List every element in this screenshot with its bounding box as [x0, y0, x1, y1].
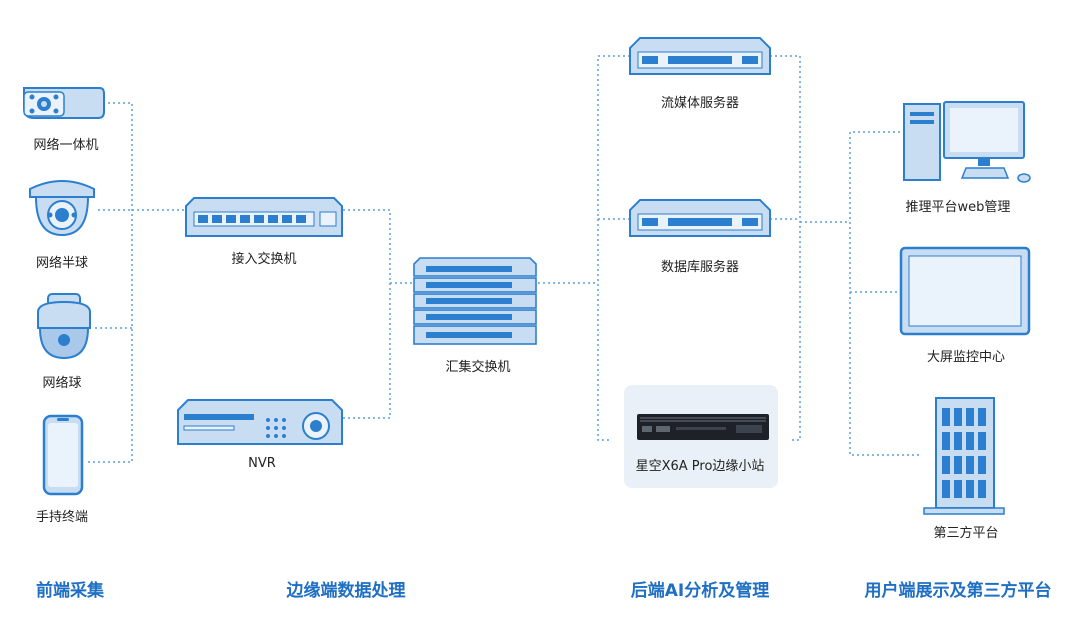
- label-camera-bullet: 网络一体机: [33, 138, 99, 153]
- wire-edge-bus: [343, 209, 391, 419]
- label-core-switch: 汇集交换机: [445, 360, 511, 375]
- database-server-icon: [629, 199, 771, 237]
- label-handheld: 手持终端: [35, 510, 89, 525]
- section-user: 用户端展示及第三方平台: [864, 581, 1052, 601]
- access-switch-icon: [185, 197, 343, 237]
- dome-camera-icon: [29, 180, 95, 237]
- label-db-server: 数据库服务器: [660, 260, 740, 275]
- edge-station-icon: [637, 414, 769, 440]
- label-camera-ptz: 网络球: [42, 376, 82, 391]
- big-screen-icon: [899, 246, 1031, 336]
- bullet-camera-icon: [23, 87, 105, 119]
- media-server-icon: [629, 37, 771, 75]
- core-switch-icon: [413, 257, 537, 345]
- label-big-screen: 大屏监控中心: [926, 350, 1006, 365]
- server-tower-icon: [923, 397, 1005, 515]
- label-media-server: 流媒体服务器: [660, 96, 740, 111]
- wire-user-bus: [849, 131, 922, 456]
- label-edge-station: 星空X6A Pro边缘小站: [635, 459, 765, 474]
- label-camera-dome: 网络半球: [35, 256, 89, 271]
- label-third-party: 第三方平台: [933, 526, 999, 541]
- label-access-switch: 接入交换机: [231, 252, 297, 267]
- section-backend: 后端AI分析及管理: [630, 581, 770, 601]
- desktop-computer-icon: [903, 101, 1031, 183]
- section-front: 前端采集: [36, 581, 104, 601]
- wire-backend-loop: [597, 55, 630, 441]
- ptz-camera-icon: [37, 293, 91, 360]
- section-edge: 边缘端数据处理: [286, 581, 406, 601]
- label-web-platform: 推理平台web管理: [905, 200, 1011, 215]
- label-nvr: NVR: [248, 456, 276, 471]
- phone-icon: [42, 414, 84, 496]
- nvr-icon: [177, 399, 343, 445]
- wire-backend-loop-right: [770, 55, 801, 441]
- wire-front-bus: [85, 102, 133, 463]
